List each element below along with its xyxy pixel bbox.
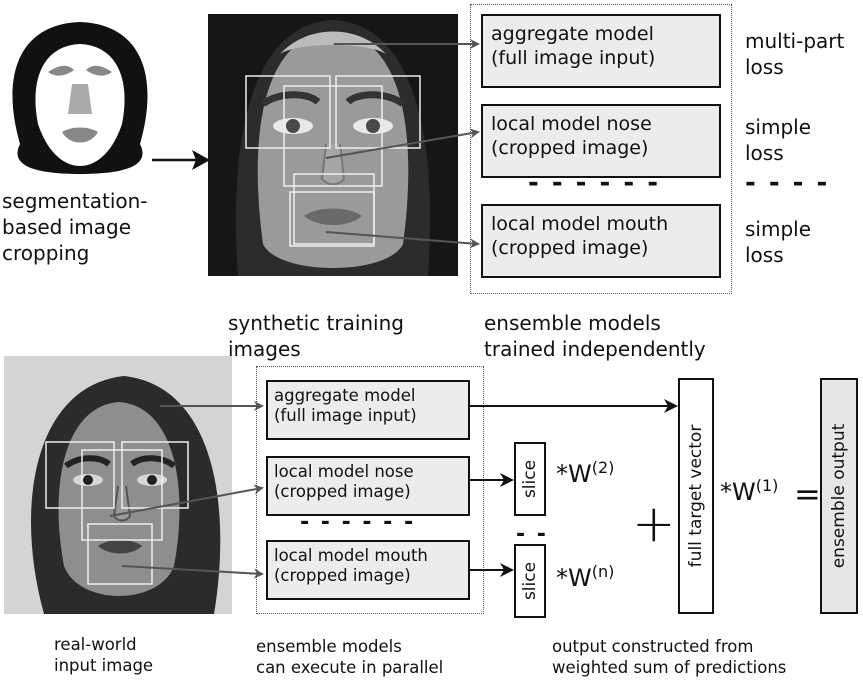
caption-ensemble-trained: ensemble models trained independently xyxy=(484,311,706,361)
slice-box-nose: slice xyxy=(514,442,546,516)
bottom-local-model-mouth-box: local model mouth (cropped image) xyxy=(266,540,470,600)
caption-parallel: ensemble models can execute in parallel xyxy=(256,637,444,677)
full-target-vector-box: full target vector xyxy=(678,378,714,614)
bottom-local-model-nose-box: local model nose (cropped image) xyxy=(266,456,470,516)
top-local-model-mouth-box: local model mouth (cropped image) xyxy=(481,204,721,278)
ensemble-output-box: ensemble output xyxy=(820,378,858,614)
caption-real-world: real-world input image xyxy=(54,635,154,675)
weight-n-superscript: (n) xyxy=(591,562,615,581)
arrow-to-synthetic xyxy=(152,150,210,170)
weight-n-base: *W xyxy=(556,564,592,592)
weight-1-superscript: (1) xyxy=(755,476,779,495)
bottom-models-ellipsis: - - - - - - xyxy=(300,510,416,535)
weight-2-label: *W(2) xyxy=(556,458,614,488)
segmentation-mask-image xyxy=(0,14,160,174)
caption-segmentation-cropping: segmentation- based image cropping xyxy=(2,189,148,265)
loss-aggregate-label: multi-part loss xyxy=(745,29,845,79)
weight-2-superscript: (2) xyxy=(591,458,615,477)
top-local-model-nose-box: local model nose (cropped image) xyxy=(481,104,721,178)
plus-sign: + xyxy=(632,494,676,554)
synthetic-face-image xyxy=(208,14,458,276)
weight-n-label: *W(n) xyxy=(556,562,614,592)
loss-mouth-label: simple loss xyxy=(745,217,812,267)
real-world-face-image xyxy=(4,356,232,614)
equals-sign: = xyxy=(794,475,821,513)
full-target-vector-label: full target vector xyxy=(686,424,706,568)
ensemble-output-label: ensemble output xyxy=(829,423,849,569)
slice-label-nose: slice xyxy=(520,459,540,499)
caption-output: output constructed from weighted sum of … xyxy=(552,637,787,677)
slice-ellipsis: - - xyxy=(516,522,548,547)
loss-ellipsis: - - - - xyxy=(745,168,830,198)
caption-synthetic-training: synthetic training images xyxy=(228,311,404,361)
weight-1-base: *W xyxy=(720,478,756,506)
weight-2-base: *W xyxy=(556,460,592,488)
weight-1-label: *W(1) xyxy=(720,476,778,506)
top-models-ellipsis: - - - - - - xyxy=(528,168,661,198)
slice-label-mouth: slice xyxy=(520,561,540,601)
bottom-aggregate-model-box: aggregate model (full image input) xyxy=(266,380,470,440)
slice-box-mouth: slice xyxy=(514,544,546,618)
top-aggregate-model-box: aggregate model (full image input) xyxy=(481,14,721,88)
loss-nose-label: simple loss xyxy=(745,115,812,165)
